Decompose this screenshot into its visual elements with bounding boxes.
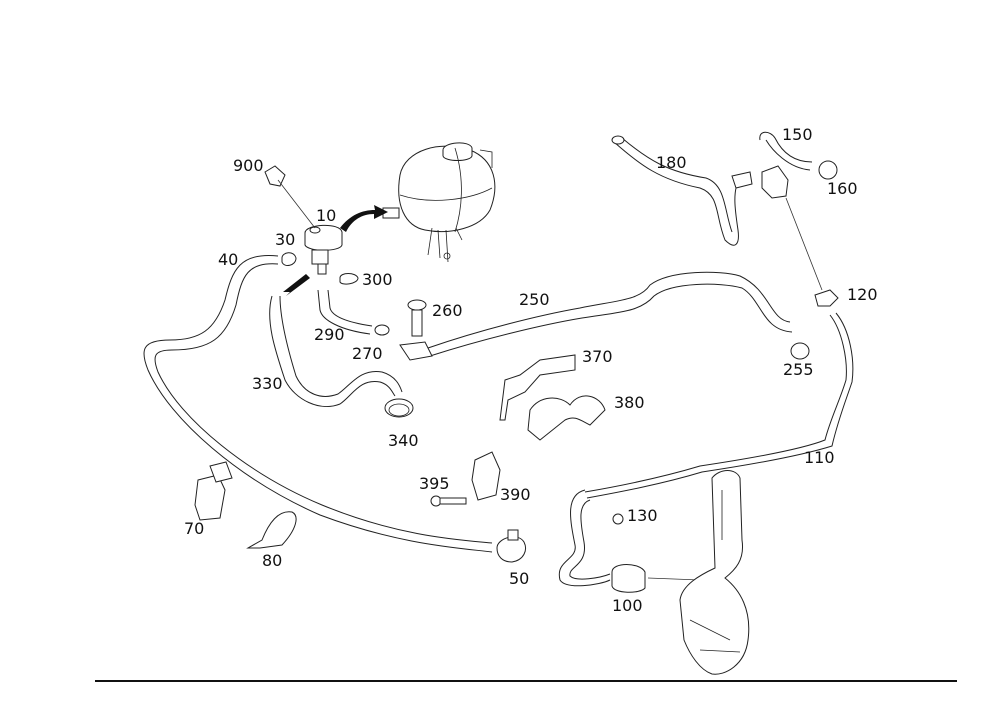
expansion-tank-illustration (382, 142, 496, 263)
part-label-100[interactable]: 100 (612, 596, 643, 615)
part-label-30[interactable]: 30 (275, 230, 296, 249)
part-label-300[interactable]: 300 (362, 270, 393, 289)
part-label-70[interactable]: 70 (184, 519, 205, 538)
part-label-370[interactable]: 370 (582, 347, 613, 366)
reservoir-illustration (679, 470, 750, 675)
part-label-340[interactable]: 340 (388, 431, 419, 450)
part-label-80[interactable]: 80 (262, 551, 283, 570)
part-label-290[interactable]: 290 (314, 325, 345, 344)
hose-40-illustration (143, 254, 493, 553)
part-label-120[interactable]: 120 (847, 285, 878, 304)
direction-arrow-icon (340, 205, 388, 232)
part-label-50[interactable]: 50 (509, 569, 530, 588)
part-label-160[interactable]: 160 (827, 179, 858, 198)
part-label-10[interactable]: 10 (316, 206, 337, 225)
part-label-390[interactable]: 390 (500, 485, 531, 504)
part-label-260[interactable]: 260 (432, 301, 463, 320)
direction-arrow-icon (283, 274, 310, 296)
part-label-40[interactable]: 40 (218, 250, 239, 269)
part-label-380[interactable]: 380 (614, 393, 645, 412)
connector-plug-illustration (264, 165, 286, 187)
part-label-395[interactable]: 395 (419, 474, 450, 493)
part-label-180[interactable]: 180 (656, 153, 687, 172)
part-label-250[interactable]: 250 (519, 290, 550, 309)
part-label-150[interactable]: 150 (782, 125, 813, 144)
part-label-110[interactable]: 110 (804, 448, 835, 467)
coolant-line-250-illustration (427, 271, 791, 349)
part-label-130[interactable]: 130 (627, 506, 658, 525)
part-label-270[interactable]: 270 (352, 344, 383, 363)
part-label-330[interactable]: 330 (252, 374, 283, 393)
coolant-pump-illustration (304, 224, 343, 275)
footer-divider (95, 680, 957, 682)
part-label-900[interactable]: 900 (233, 156, 264, 175)
part-label-255[interactable]: 255 (783, 360, 814, 379)
